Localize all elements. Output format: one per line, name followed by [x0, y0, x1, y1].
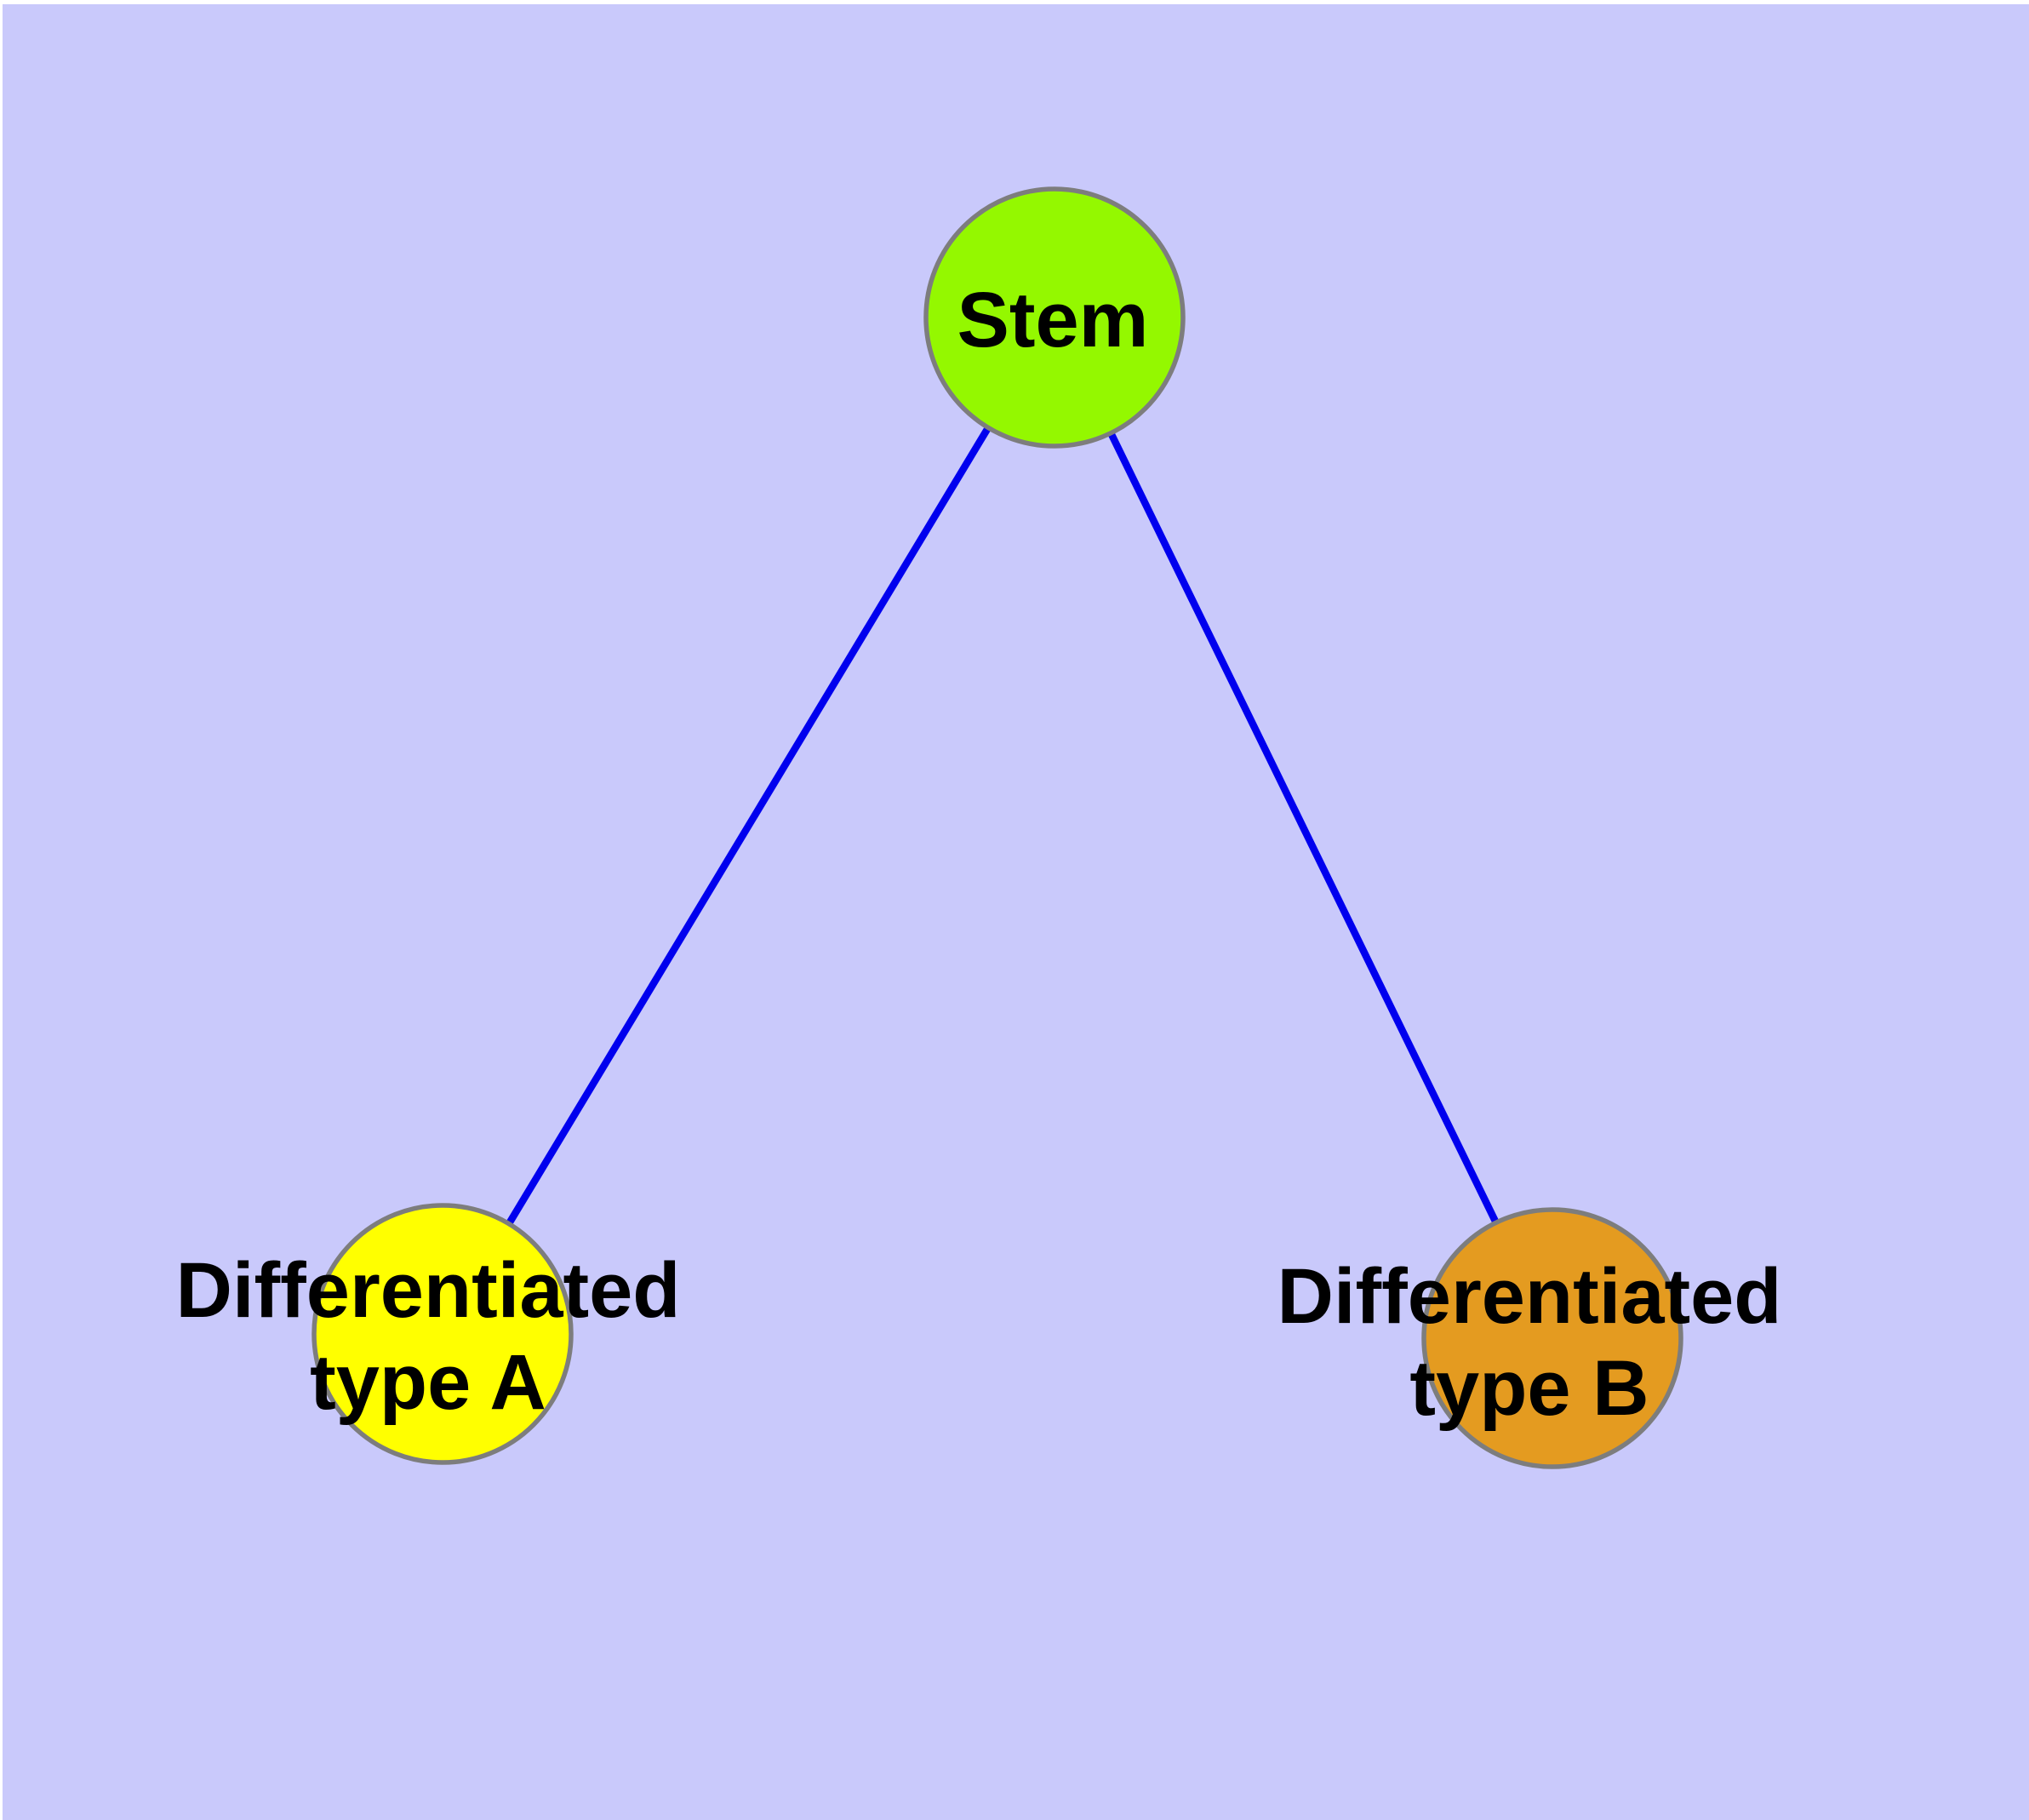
node-group: [311, 186, 1683, 1469]
edge-stem-to-type-a: [439, 315, 1058, 1336]
node-stem-label: Stem: [957, 277, 1149, 363]
node-type-b-label-line1: Differentiated: [1277, 1253, 1782, 1340]
node-differentiated-type-a: [311, 1203, 574, 1465]
node-type-b-label-line2: type B: [1409, 1345, 1649, 1432]
node-type-a-label-line1: Differentiated: [176, 1247, 681, 1334]
node-stem: [923, 186, 1186, 449]
node-differentiated-type-b: [1421, 1207, 1683, 1469]
edge-stem-to-type-b: [1051, 316, 1556, 1340]
label-group: Stem Differentiated type A Differentiate…: [176, 277, 1782, 1432]
node-type-a-label-line2: type A: [310, 1339, 546, 1426]
edge-group: [439, 315, 1556, 1340]
